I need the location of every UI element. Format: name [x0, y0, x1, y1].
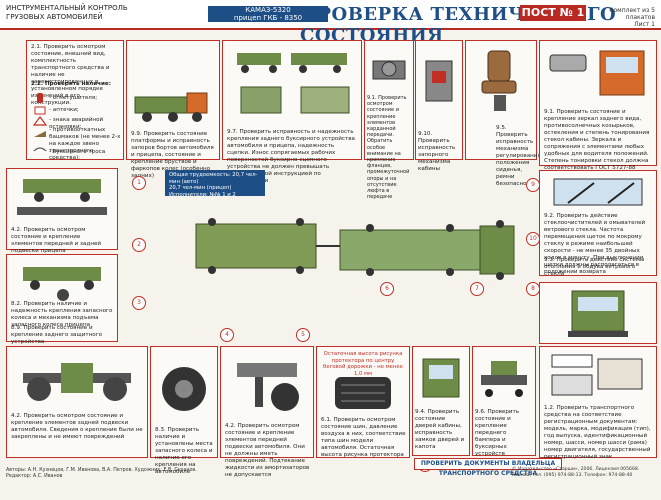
rear-suspension-illustration [23, 363, 131, 401]
badge-4: 4 [220, 328, 234, 342]
badge-8: 8 [526, 282, 540, 296]
publisher-footer: © Издательство «Старши», 2006. Лицензия … [512, 467, 640, 478]
post-number: ПОСТ № 1 [520, 5, 586, 21]
badge-7: 7 [470, 282, 484, 296]
panel-9-7: 9.7. Проверить исправность и надежность … [222, 40, 362, 184]
sheet-number: Лист 1 [634, 21, 655, 28]
executors: Исполнители: №№ 1 и 2 [169, 191, 236, 198]
docs-check-banner: ПРОВЕРИТЬ ДОКУМЕНТЫ ВЛАДЕЛЬЦА ТРАНСПОРТН… [414, 458, 562, 477]
trailer-suspension-illustration [17, 179, 107, 215]
set-count: Комплект из 5 плакатов [609, 7, 655, 21]
panel-1-2: 1.2. Проверить транспортного средства на… [539, 346, 657, 460]
labor-info-box: Общая трудоемкость: 20,7 чел-мин (авто) … [165, 170, 265, 198]
check-2-1: 2.1. Проверить осмотром состояние, внешн… [31, 44, 110, 106]
general-check-panel: 2.1. Проверить осмотром состояние, внешн… [26, 40, 124, 161]
driveshaft-illustration [372, 60, 406, 80]
panel-6-1: Остаточная высота рисунка протектора по … [316, 346, 410, 458]
check-8-2: 8.2. Проверить наличие и надежность креп… [11, 301, 113, 328]
header-subject: ИНСТРУМЕНТАЛЬНЫЙ КОНТРОЛЬ ГРУЗОВЫХ АВТОМ… [6, 4, 206, 22]
spare-wheel-trailer-illustration [23, 267, 101, 301]
panel-9-6: 9.6. Проверить состояние и крепление пер… [472, 346, 536, 457]
set-info: Комплект из 5 плакатов Лист 1 [605, 7, 655, 28]
cab-door-illustration [422, 358, 460, 398]
coupling-illustration [237, 53, 350, 114]
check-4-2-front: 4.2. Проверить осмотром состояние и креп… [225, 423, 310, 478]
wiper-illustration [553, 178, 643, 206]
check-8-3: 8.3. Проверить наличие и установлены мес… [155, 427, 213, 475]
panel-9-9: 9.9. Проверить состояние платформы и исп… [126, 40, 220, 179]
tire-tread-illustration [335, 377, 391, 409]
bumper-illustration [481, 361, 527, 397]
warning-triangle-label: - знака аварийной остановки; [49, 117, 104, 130]
truck-trailer-top-view [195, 218, 515, 280]
panel-9-1-mirrors: 9.1. Проверить состояние и крепление зер… [539, 40, 657, 171]
first-aid-icon [34, 106, 46, 115]
check-8-9: 8.9. Проверить состояние и крепление зад… [11, 325, 103, 345]
check-2-2: 2.2. Проверить наличие: [31, 81, 111, 87]
check-9-3: 9.3. Проверить действие системы отоплени… [544, 257, 645, 277]
check-9-10: 9.10. Проверить исправность запорного ме… [418, 131, 456, 172]
badge-1: 1 [132, 176, 146, 190]
check-9-1-driveshaft: 9.1. Проверить осмотром состояние и креп… [367, 95, 410, 201]
spare-wheel-illustration [162, 367, 206, 411]
badge-2: 2 [132, 238, 146, 252]
panel-9-10: 9.10. Проверить исправность запорного ме… [415, 40, 463, 172]
panel-9-4: 9.4. Проверить состояние дверей кабины, … [412, 346, 470, 456]
labor-trailer: 20,7 чел-мин (прицеп) [169, 185, 232, 191]
panel-4-2-front: 4.2. Проверить осмотром состояние и креп… [220, 346, 314, 478]
truck-front-illustration [568, 290, 628, 337]
check-4-2-rear: 4.2. Проверить осмотром состояние и креп… [11, 413, 143, 440]
first-aid-label: - аптечки; [49, 107, 79, 113]
panel-9-2: 9.2. Проверить действие стеклоочистителе… [539, 170, 657, 277]
panel-9-1-driveshaft: 9.1. Проверить осмотром состояние и креп… [364, 40, 414, 200]
flatbed-truck-illustration [134, 92, 208, 122]
tread-depth-note: Остаточная высота рисунка протектора по … [323, 351, 403, 377]
cab-lock-illustration [425, 60, 453, 102]
mirror-cab-illustration [549, 50, 645, 96]
tow-rope-label: - буксирного троса [49, 149, 106, 155]
trailer-model: прицеп ГКБ - 8350 [233, 14, 303, 22]
wheel-chocks-label: - противооткатных башмаков (не менее 2-х… [49, 127, 121, 161]
vehicle-model: КАМАЗ-5320 [245, 6, 291, 14]
check-6-1: 6.1. Проверить осмотром состояние шин, д… [321, 417, 406, 458]
panel-front-truck [539, 282, 657, 344]
badge-5: 5 [296, 328, 310, 342]
check-9-2: 9.2. Проверить действие стеклоочистителе… [544, 213, 646, 275]
check-9-5: 9.5. Проверить исправность механизма рег… [496, 125, 541, 187]
check-1-2: 1.2. Проверить транспортного средства на… [544, 405, 651, 460]
badge-3: 3 [132, 296, 146, 310]
plates-documents-illustration [551, 354, 643, 396]
badge-6: 6 [380, 282, 394, 296]
badge-10: 10 [526, 232, 540, 246]
subject-line-2: ГРУЗОВЫХ АВТОМОБИЛЕЙ [6, 13, 103, 21]
panel-8-2: 8.2. Проверить наличие и надежность креп… [6, 254, 118, 345]
extinguisher-icon [37, 93, 43, 103]
panel-8-3: 8.3. Проверить наличие и установлены мес… [150, 346, 218, 475]
check-9-6: 9.6. Проверить состояние и крепление пер… [475, 409, 520, 457]
subject-line-1: ИНСТРУМЕНТАЛЬНЫЙ КОНТРОЛЬ [6, 4, 128, 12]
labor-total: Общая трудоемкость: 20,7 чел-мин (авто) [169, 172, 258, 185]
badge-9: 9 [526, 178, 540, 192]
extinguisher-label: - огнетушителя; [49, 95, 98, 101]
panel-4-2-rear: 4.2. Проверить осмотром состояние и креп… [6, 346, 148, 458]
front-suspension-illustration [237, 363, 299, 411]
seat-illustration [481, 50, 517, 111]
vehicle-model-badge: КАМАЗ-5320 прицеп ГКБ - 8350 [208, 6, 328, 22]
check-9-4: 9.4. Проверить состояние дверей кабины, … [415, 409, 465, 450]
panel-4-2-trailer: 4.2. Проверить осмотром состояние и креп… [6, 168, 118, 254]
legend-icons [33, 93, 47, 152]
credits-footer: Авторы: А.Н. Кузнецов, Г.М. Иванова, В.А… [6, 468, 197, 479]
wheel-chock-icon [34, 131, 46, 137]
check-9-1-mirrors: 9.1. Проверить состояние и крепление зер… [544, 109, 650, 171]
warning-triangle-icon [33, 116, 47, 126]
panel-9-5: 9.5. Проверить исправность механизма рег… [465, 40, 541, 187]
check-4-2-trailer: 4.2. Проверить осмотром состояние и креп… [11, 227, 102, 254]
tow-rope-icon [33, 147, 47, 152]
poster-header: ИНСТРУМЕНТАЛЬНЫЙ КОНТРОЛЬ ГРУЗОВЫХ АВТОМ… [0, 0, 661, 46]
